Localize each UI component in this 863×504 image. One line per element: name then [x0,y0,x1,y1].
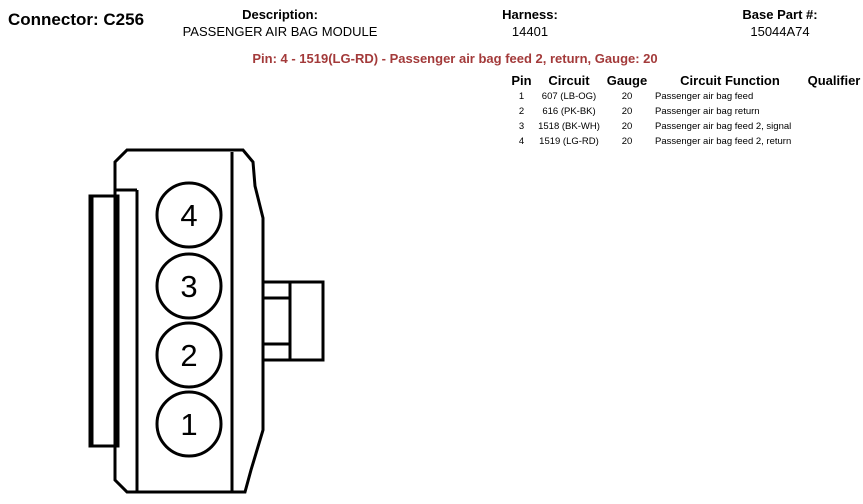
row-function: Passenger air bag return [655,106,760,117]
harness-value: 14401 [511,24,549,39]
row-gauge: 20 [621,121,633,132]
row-function: Passenger air bag feed 2, return [655,136,792,147]
table-row[interactable]: 1 607 (LB-OG) 20 Passenger air bag feed [506,89,863,104]
pin-cavity-2 [155,321,223,389]
base-part-label: Base Part #: [742,7,818,22]
row-circuit: 1518 (BK-WH) [538,121,600,132]
table-row[interactable]: 2 616 (PK-BK) 20 Passenger air bag retur… [506,104,863,119]
base-part-block: Base Part #: 15044A74 [730,7,830,40]
pin-cavity-1 [155,390,223,458]
pin-label-1: 1 [180,407,197,442]
description-label: Description: [242,7,318,22]
header-qualifier: Qualifier [807,72,861,88]
row-function: Passenger air bag feed [655,91,754,102]
description-block: Description: PASSENGER AIR BAG MODULE [175,7,385,40]
row-circuit: 607 (LB-OG) [541,91,597,102]
header-pin: Pin [511,72,532,88]
pin-label-2: 2 [180,338,197,373]
pin-label-4: 4 [180,198,197,233]
pin-cavity-3 [155,252,223,320]
table-row[interactable]: 4 1519 (LG-RD) 20 Passenger air bag feed… [506,134,863,149]
harness-block: Harness: 14401 [490,7,570,40]
row-function: Passenger air bag feed 2, signal [655,121,792,132]
description-value: PASSENGER AIR BAG MODULE [182,24,378,39]
header-circuit: Circuit [548,72,590,88]
right-latch [263,280,325,362]
pin-cavity-4 [155,181,223,249]
harness-label: Harness: [502,7,558,22]
connector-title: Connector: C256 [8,10,145,29]
row-gauge: 20 [621,106,633,117]
pin-label-3: 3 [180,269,197,304]
row-circuit: 616 (PK-BK) [542,106,596,117]
row-gauge: 20 [621,91,633,102]
pin-table-header: Pin Circuit Gauge Circuit Function Quali… [506,71,863,89]
pin-table: Pin Circuit Gauge Circuit Function Quali… [506,71,863,149]
header-circuit-function: Circuit Function [680,72,780,88]
row-pin: 1 [518,91,525,102]
row-gauge: 20 [621,136,633,147]
row-pin: 2 [518,106,525,117]
header-gauge: Gauge [606,72,648,88]
connector-housing [113,148,265,494]
row-pin: 4 [518,136,525,147]
table-row[interactable]: 3 1518 (BK-WH) 20 Passenger air bag feed… [506,119,863,134]
selected-pin-info: Pin: 4 - 1519(LG-RD) - Passenger air bag… [252,51,658,66]
left-lock-tab [88,188,137,448]
base-part-value: 15044A74 [750,24,810,39]
row-pin: 3 [518,121,525,132]
row-circuit: 1519 (LG-RD) [539,136,599,147]
